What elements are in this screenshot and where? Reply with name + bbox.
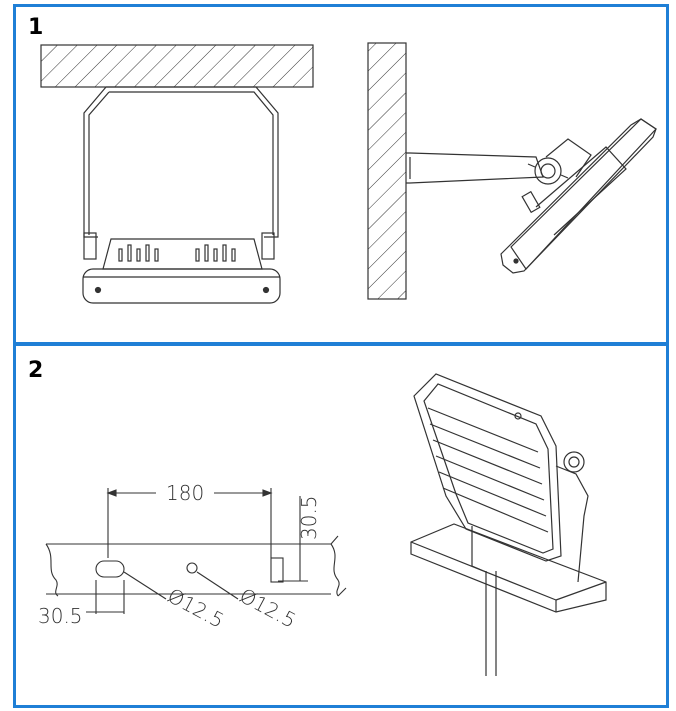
wall-hatch <box>367 42 407 300</box>
left-knob <box>83 232 97 260</box>
height-dimension-label: 30.5 <box>297 495 321 540</box>
panel-number: 1 <box>28 15 44 40</box>
pole-mount-3d-drawing <box>410 373 607 676</box>
panel-1-ceiling-and-wall-mount: 1 <box>13 4 669 345</box>
panel-number: 2 <box>28 358 44 383</box>
right-knob <box>261 232 275 260</box>
mount-drawings <box>40 42 657 304</box>
ceiling-mount-drawing <box>40 44 314 304</box>
offset-dimension-label: 30.5 <box>38 604 83 628</box>
pole-mount-drawings: 180 30.5 30.5 Ø12.5 Ø12.5 <box>38 373 607 676</box>
led-grid <box>427 407 549 533</box>
ceiling-hatch <box>40 44 314 88</box>
width-dimension-label: 180 <box>166 481 204 505</box>
panel-2-pole-mount: 2 <box>13 343 669 708</box>
wall-mount-drawing <box>367 42 657 300</box>
cooling-fins <box>118 244 236 262</box>
hole-dimension-drawing <box>45 488 347 614</box>
large-hole-diameter-label: Ø12.5 <box>164 583 228 632</box>
small-hole-diameter-label: Ø12.5 <box>236 583 300 632</box>
